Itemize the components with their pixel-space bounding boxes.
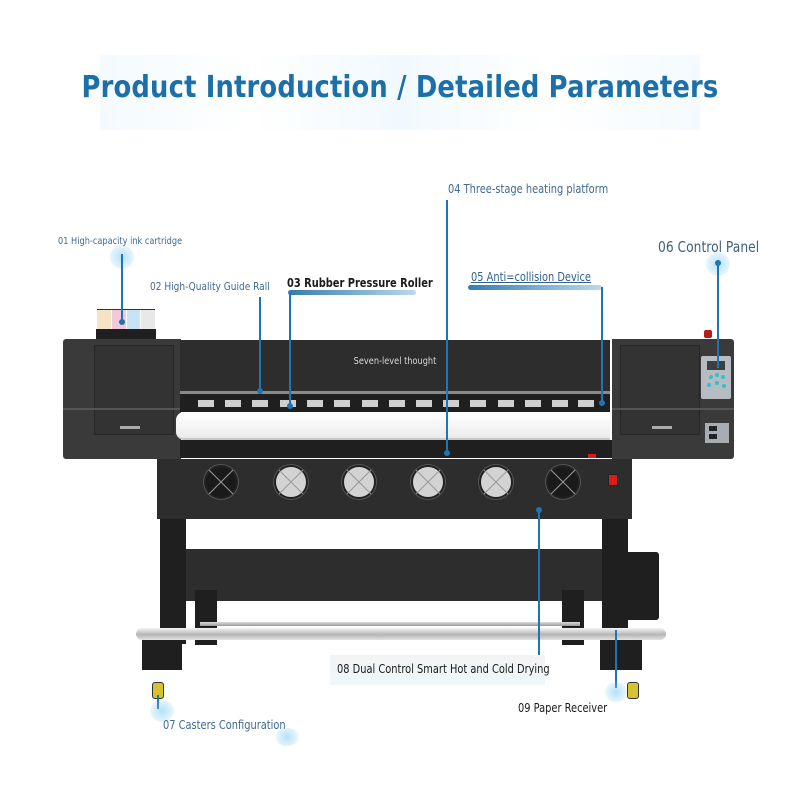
left-leg — [160, 519, 186, 644]
fan-icon — [342, 465, 376, 499]
fan-icon — [479, 465, 513, 499]
callout-01-label: 01 High-capacity ink cartridge — [58, 236, 183, 247]
take-up-roller — [136, 628, 666, 640]
caster-wheel — [627, 682, 639, 699]
indicator-light — [588, 454, 596, 458]
title-backdrop — [100, 55, 700, 130]
callout-08-line — [538, 510, 540, 655]
take-up-motor — [623, 552, 659, 620]
left-seam — [63, 408, 181, 410]
platen-base — [180, 440, 620, 458]
fan-icon — [204, 465, 238, 499]
callout-04-label: 04 Three-stage heating platform — [448, 182, 609, 196]
emergency-stop-button[interactable] — [704, 330, 712, 338]
panel-key[interactable] — [715, 373, 719, 377]
callout-05-line — [601, 287, 603, 403]
callout-08-label: 08 Dual Control Smart Hot and Cold Dryin… — [337, 662, 550, 676]
callout-03-label: 03 Rubber Pressure Roller — [287, 276, 433, 290]
panel-key[interactable] — [707, 383, 711, 387]
callout-glow — [605, 682, 627, 702]
right-seam — [612, 408, 734, 410]
panel-key[interactable] — [721, 375, 725, 379]
panel-key[interactable] — [709, 375, 713, 379]
callout-08-backdrop — [330, 655, 545, 685]
front-label: Seven-level thought — [353, 356, 437, 367]
left-foot — [142, 640, 182, 670]
callout-05-underline — [468, 285, 602, 290]
callout-02-dot — [257, 388, 263, 394]
callout-09-line — [615, 630, 617, 688]
callout-03-line — [289, 293, 291, 405]
panel-key[interactable] — [715, 381, 719, 385]
callout-glow — [275, 728, 299, 746]
heating-platform — [176, 412, 610, 440]
callout-03-underline — [288, 290, 416, 295]
fan-icon — [546, 465, 580, 499]
callout-09-label: 09 Paper Receiver — [518, 701, 608, 715]
callout-05-dot — [599, 400, 605, 406]
right-panel-door — [620, 345, 700, 435]
callout-02-line — [259, 297, 261, 390]
fan-icon — [274, 465, 308, 499]
cross-beam — [186, 549, 602, 601]
callout-04-dot — [444, 450, 450, 456]
panel-key[interactable] — [722, 384, 726, 388]
power-switch[interactable] — [608, 474, 618, 486]
callout-01-dot — [119, 319, 125, 325]
control-panel[interactable] — [701, 356, 731, 399]
callout-01-line — [121, 254, 123, 322]
tension-bar — [200, 622, 580, 626]
callout-04-line — [446, 200, 448, 453]
right-handle — [652, 426, 672, 429]
callout-02-label: 02 High-Quality Guide Rall — [150, 280, 270, 293]
right-foot — [600, 640, 642, 670]
heater-controls[interactable] — [705, 423, 729, 443]
left-handle — [120, 426, 140, 429]
fan-icon — [411, 465, 445, 499]
callout-06-label: 06 Control Panel — [658, 238, 760, 256]
callout-03-dot — [287, 403, 293, 409]
callout-glow — [150, 700, 174, 722]
callout-06-line — [717, 263, 719, 368]
callout-07-label: 07 Casters Configuration — [163, 718, 286, 732]
left-panel-door — [94, 345, 174, 435]
guide-rail — [180, 391, 610, 394]
lcd-display — [707, 361, 725, 370]
ink-cartridge — [97, 309, 155, 332]
page-title: Product Introduction / Detailed Paramete… — [81, 70, 719, 105]
callout-05-label: 05 Anti=collision Device — [471, 270, 591, 284]
ink-cartridge-base — [96, 329, 156, 339]
